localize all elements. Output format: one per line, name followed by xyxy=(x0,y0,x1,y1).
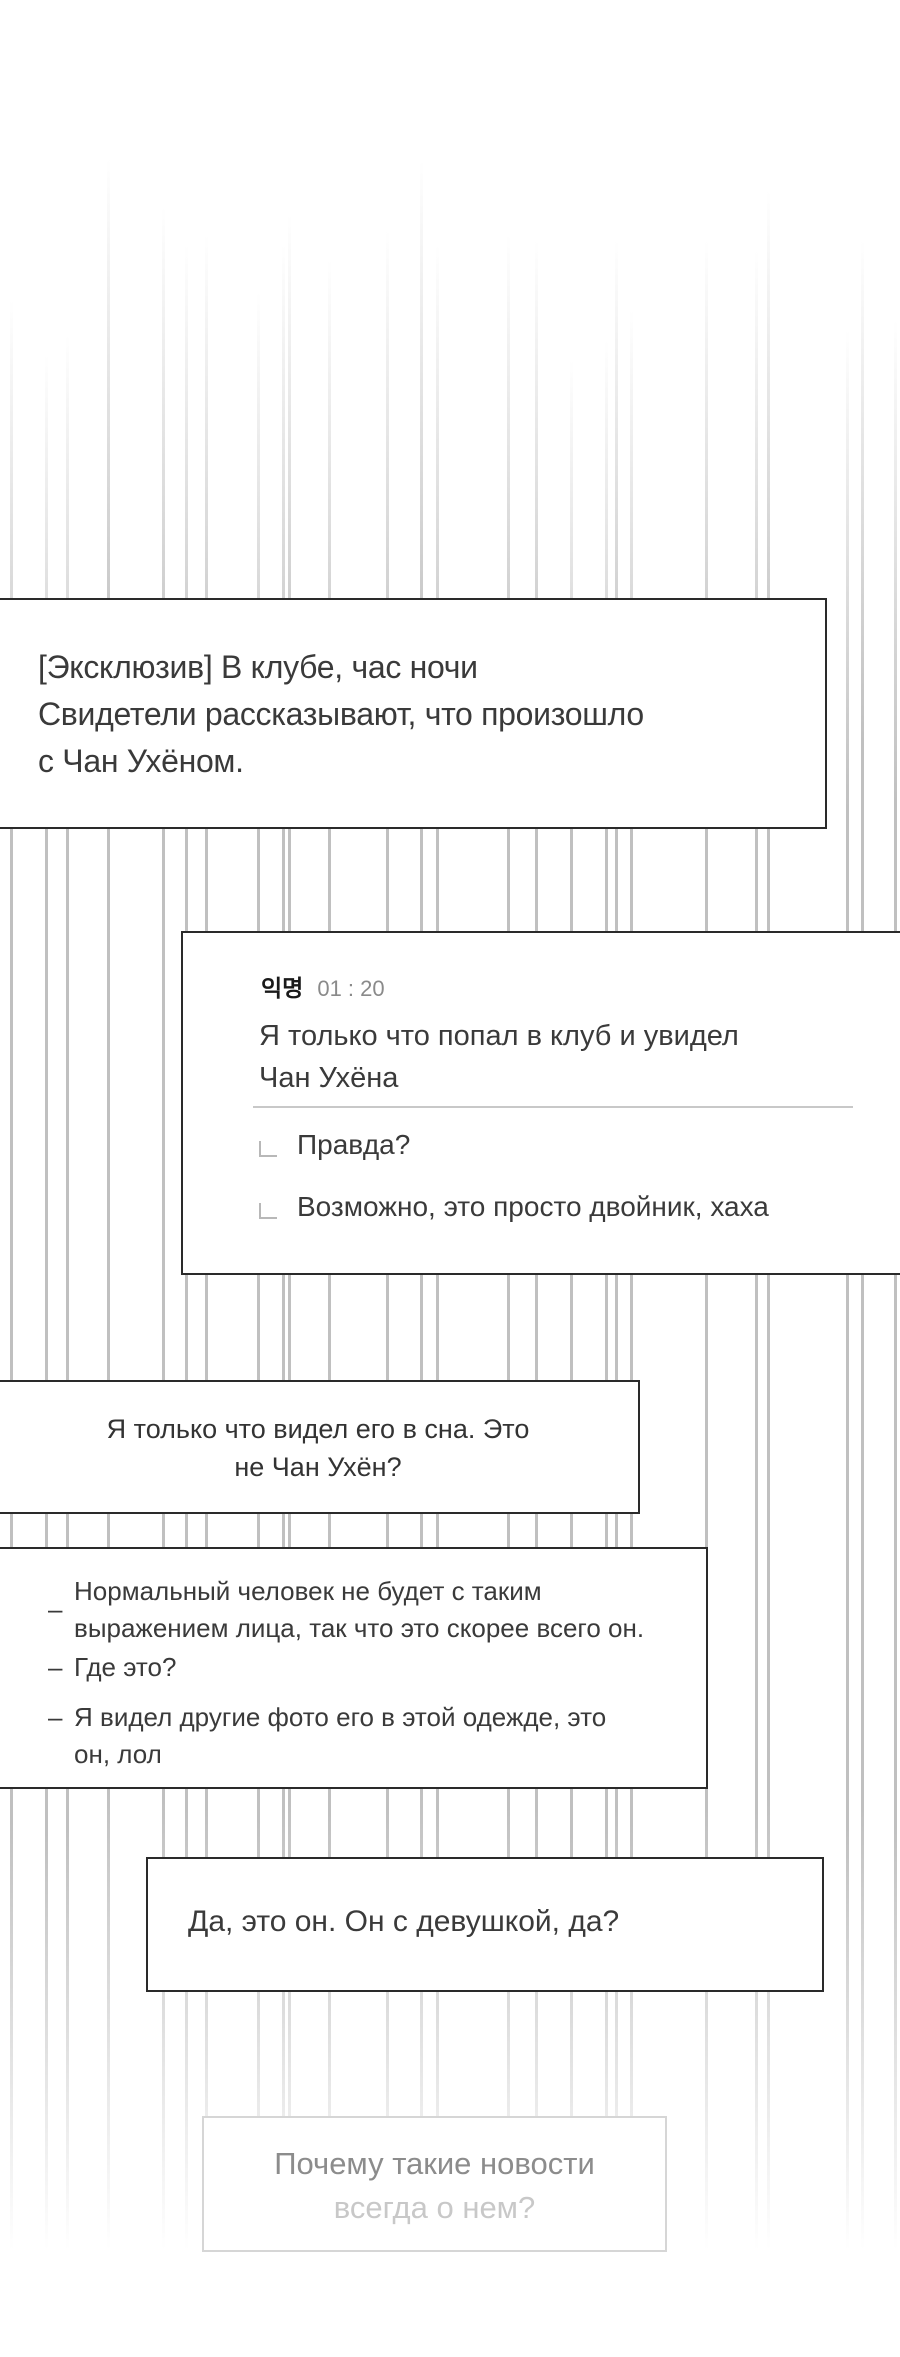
dash-bullet-icon: – xyxy=(48,1594,63,1624)
comment-author: 익명 xyxy=(261,976,304,1002)
reply-item: Возможно, это просто двойник, хаха xyxy=(259,1191,769,1223)
dash-bullet-icon: – xyxy=(48,1702,63,1732)
comment-list-item: – Где это? xyxy=(48,1649,176,1686)
headline-line: с Чан Ухёном. xyxy=(38,743,244,779)
comment-list-panel: – Нормальный человек не будет с таким вы… xyxy=(0,1547,708,1789)
reply-text: Возможно, это просто двойник, хаха xyxy=(297,1191,769,1222)
comment-list-item: – Нормальный человек не будет с таким вы… xyxy=(48,1573,644,1647)
reply-item: Правда? xyxy=(259,1129,410,1161)
comment-line: Я видел другие фото его в этой одежде, э… xyxy=(74,1702,607,1732)
comment-line: всегда о нем? xyxy=(333,2190,536,2225)
comment-header: 익명 01 : 20 xyxy=(261,969,385,1003)
comment-line: Чан Ухёна xyxy=(259,1062,399,1094)
comment-dream-panel: Я только что видел его в сна. Это не Чан… xyxy=(0,1380,640,1514)
comment-line: Почему такие новости xyxy=(274,2146,595,2181)
comment-post-panel: 익명 01 : 20 Я только что попал в клуб и у… xyxy=(181,931,900,1275)
news-headline-text: [Эксклюзив] В клубе, час ночи Свидетели … xyxy=(38,644,644,785)
reply-text: Правда? xyxy=(297,1129,411,1160)
reply-corner-icon xyxy=(259,1141,277,1157)
headline-line: [Эксклюзив] В клубе, час ночи xyxy=(38,649,478,685)
background-line xyxy=(10,300,13,2250)
background-line xyxy=(846,330,849,2250)
comment-line: выражением лица, так что это скорее всег… xyxy=(74,1613,645,1643)
headline-line: Свидетели рассказывают, что произошло xyxy=(38,696,644,732)
comment-line: не Чан Ухён? xyxy=(234,1452,402,1482)
reply-corner-icon xyxy=(259,1203,277,1219)
comment-time: 01 : 20 xyxy=(317,976,385,1001)
comment-why-text: Почему такие новости всегда о нем? xyxy=(204,2142,665,2230)
comment-girlfriend-text: Да, это он. Он с девушкой, да? xyxy=(188,1905,620,1938)
dash-bullet-icon: – xyxy=(48,1652,63,1682)
background-line xyxy=(894,320,897,2250)
comment-why-panel: Почему такие новости всегда о нем? xyxy=(202,2116,667,2252)
divider xyxy=(253,1106,853,1108)
comment-dream-text: Я только что видел его в сна. Это не Чан… xyxy=(0,1410,638,1486)
comment-line: Где это? xyxy=(74,1652,177,1682)
comment-text: Я только что попал в клуб и увидел Чан У… xyxy=(259,1015,739,1099)
comment-girlfriend-panel: Да, это он. Он с девушкой, да? xyxy=(146,1857,824,1992)
comment-line: Нормальный человек не будет с таким xyxy=(74,1576,542,1606)
background-line xyxy=(107,158,110,2250)
news-headline-panel: [Эксклюзив] В клубе, час ночи Свидетели … xyxy=(0,598,827,829)
comment-line: Я только что попал в клуб и увидел xyxy=(259,1020,739,1052)
comment-line: Я только что видел его в сна. Это xyxy=(106,1414,530,1444)
comment-line: он, лол xyxy=(74,1739,162,1769)
comment-list-item: – Я видел другие фото его в этой одежде,… xyxy=(48,1699,606,1773)
